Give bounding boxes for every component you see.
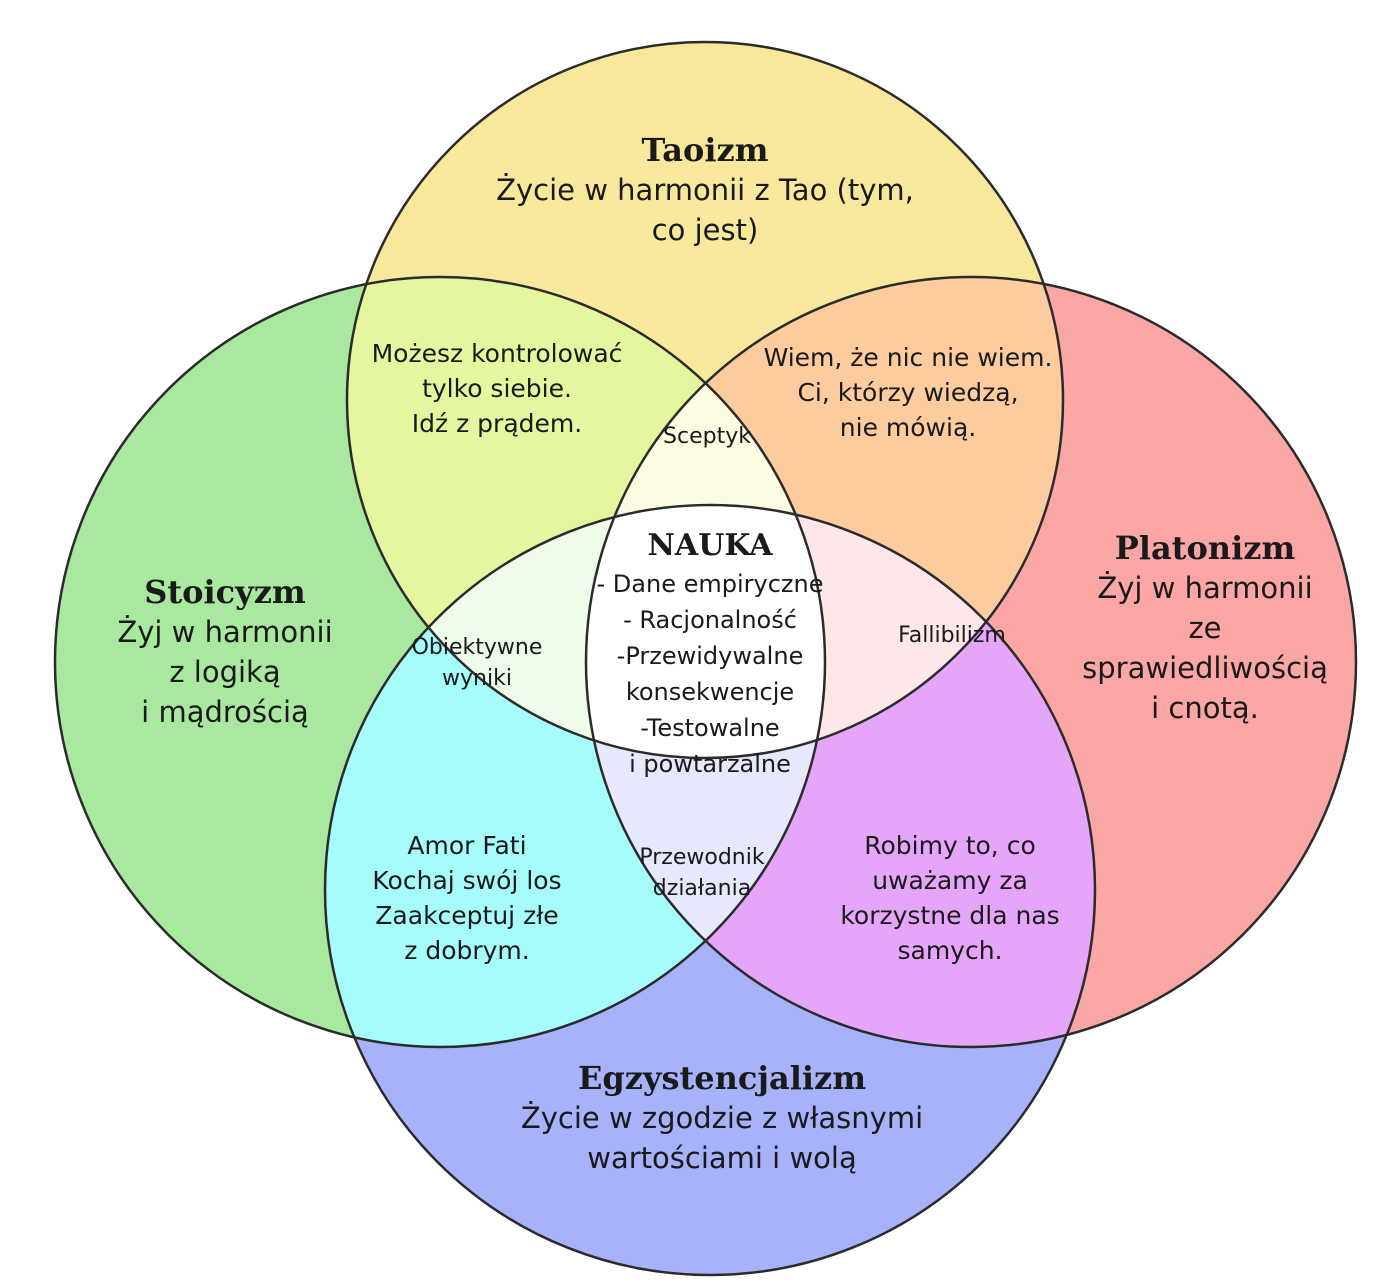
text-taoizm-2: co jest) bbox=[651, 213, 759, 247]
text-stoicyzm-egzystencjalizm-2: Kochaj swój los bbox=[372, 866, 562, 895]
label-taoizm: Taoizm Życie w harmonii z Tao (tym, co j… bbox=[496, 130, 914, 250]
text-sceptyk: Sceptyk bbox=[663, 424, 751, 449]
text-nauka-1: - Dane empiryczne bbox=[596, 570, 824, 598]
label-stoicyzm: Stoicyzm Żyj w harmonii z logiką i mądro… bbox=[117, 572, 332, 732]
text-platonizm-4: i cnotą. bbox=[1151, 691, 1259, 725]
text-taoizm-platonizm-1: Wiem, że nic nie wiem. bbox=[763, 343, 1053, 372]
region-przewodnik-dzialania bbox=[586, 505, 825, 1047]
title-stoicyzm: Stoicyzm bbox=[144, 573, 306, 611]
outline-platonizm bbox=[584, 275, 1358, 1049]
text-platonizm-2: ze bbox=[1188, 611, 1222, 645]
text-taoizm-stoicyzm-3: Idź z prądem. bbox=[411, 409, 583, 438]
text-obiektywne-wyniki-1: Obiektywne bbox=[411, 635, 543, 660]
text-obiektywne-wyniki-2: wyniki bbox=[442, 666, 512, 691]
text-stoicyzm-egzystencjalizm-1: Amor Fati bbox=[407, 831, 527, 860]
text-platonizm-egzystencjalizm-3: korzystne dla nas bbox=[840, 901, 1060, 930]
text-nauka-6: i powtarzalne bbox=[629, 750, 791, 778]
region-stoicyzm-egzystencjalizm bbox=[325, 505, 825, 1047]
text-taoizm-1: Życie w harmonii z Tao (tym, bbox=[496, 173, 914, 207]
region-platonizm-egzystencjalizm bbox=[586, 505, 1095, 1047]
text-stoicyzm-3: i mądrością bbox=[141, 695, 309, 729]
text-nauka-2: - Racjonalność bbox=[623, 606, 797, 634]
label-taoizm-platonizm: Wiem, że nic nie wiem. Ci, którzy wiedzą… bbox=[764, 340, 1053, 445]
text-stoicyzm-egzystencjalizm-4: z dobrym. bbox=[404, 936, 530, 965]
label-sceptyk: Sceptyk bbox=[663, 421, 751, 452]
text-taoizm-platonizm-3: nie mówią. bbox=[839, 413, 977, 442]
text-stoicyzm-egzystencjalizm-3: Zaakceptuj złe bbox=[375, 901, 559, 930]
text-platonizm-1: Żyj w harmonii bbox=[1097, 571, 1313, 605]
text-egzystencjalizm-1: Życie w zgodzie z własnymi bbox=[520, 1101, 924, 1135]
text-nauka-5: -Testowalne bbox=[640, 714, 780, 742]
label-stoicyzm-egzystencjalizm: Amor Fati Kochaj swój los Zaakceptuj złe… bbox=[372, 828, 561, 968]
text-nauka-3: -Przewidywalne bbox=[616, 642, 804, 670]
text-taoizm-stoicyzm-2: tylko siebie. bbox=[422, 374, 572, 403]
text-stoicyzm-1: Żyj w harmonii bbox=[117, 615, 333, 649]
label-obiektywne-wyniki: Obiektywne wyniki bbox=[412, 632, 543, 694]
title-egzystencjalizm: Egzystencjalizm bbox=[577, 1059, 867, 1097]
region-sceptyk bbox=[586, 277, 825, 758]
text-przewodnik-dzialania-1: Przewodnik bbox=[639, 845, 765, 870]
text-stoicyzm-2: z logiką bbox=[169, 655, 281, 689]
text-platonizm-egzystencjalizm-1: Robimy to, co bbox=[864, 831, 1036, 860]
text-taoizm-platonizm-2: Ci, którzy wiedzą, bbox=[797, 378, 1019, 407]
text-egzystencjalizm-2: wartościami i wolą bbox=[587, 1141, 857, 1175]
title-nauka: NAUKA bbox=[647, 528, 773, 563]
text-fallibilizm: Fallibilizm bbox=[898, 623, 1006, 648]
text-platonizm-egzystencjalizm-2: uważamy za bbox=[872, 866, 1028, 895]
text-platonizm-egzystencjalizm-4: samych. bbox=[897, 936, 1003, 965]
label-platonizm-egzystencjalizm: Robimy to, co uważamy za korzystne dla n… bbox=[840, 828, 1059, 968]
title-platonizm: Platonizm bbox=[1114, 529, 1296, 567]
label-fallibilizm: Fallibilizm bbox=[898, 620, 1006, 651]
text-platonizm-3: sprawiedliwością bbox=[1082, 651, 1328, 685]
text-przewodnik-dzialania-2: działania bbox=[652, 876, 752, 901]
text-nauka-4: konsekwencje bbox=[625, 678, 795, 706]
label-platonizm: Platonizm Żyj w harmonii ze sprawiedliwo… bbox=[1082, 528, 1328, 728]
label-nauka: NAUKA - Dane empiryczne - Racjonalność -… bbox=[597, 526, 824, 782]
outline-stoicyzm bbox=[53, 275, 827, 1049]
label-przewodnik-dzialania: Przewodnik działania bbox=[639, 842, 764, 904]
label-taoizm-stoicyzm: Możesz kontrolować tylko siebie. Idź z p… bbox=[372, 336, 623, 441]
outline-taoizm bbox=[345, 40, 1065, 760]
outline-egzystencjalizm bbox=[323, 503, 1097, 1277]
title-taoizm: Taoizm bbox=[641, 131, 769, 169]
text-taoizm-stoicyzm-1: Możesz kontrolować bbox=[371, 339, 623, 368]
label-egzystencjalizm: Egzystencjalizm Życie w zgodzie z własny… bbox=[521, 1058, 923, 1178]
